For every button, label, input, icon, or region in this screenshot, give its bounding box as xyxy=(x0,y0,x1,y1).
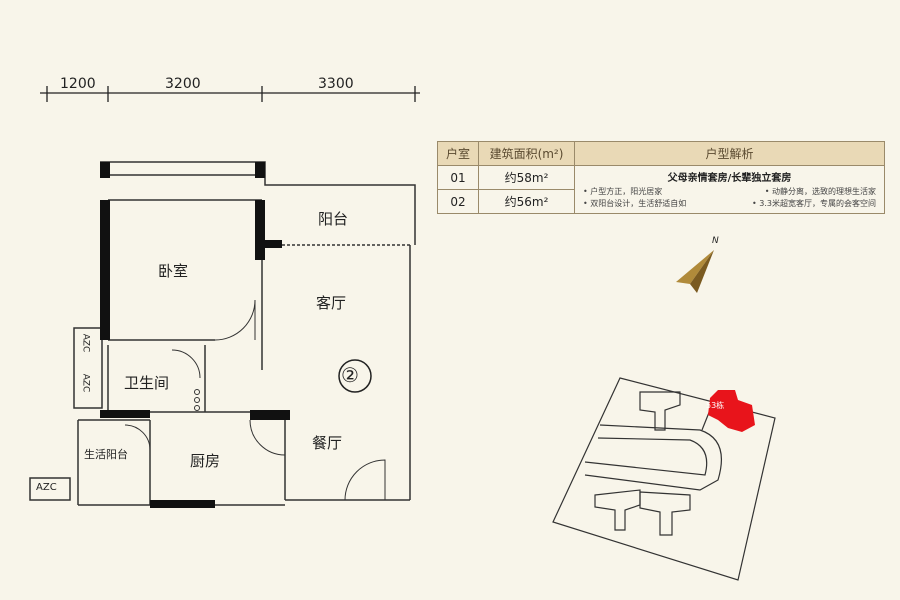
analysis-point: • 动静分离，选致的理想生活家 xyxy=(764,187,876,196)
room-kitchen: 厨房 xyxy=(190,452,221,470)
room-dining: 餐厅 xyxy=(312,434,343,452)
analysis-cell: 父母亲情套房/长辈独立套房 • 户型方正，阳光居家 • 动静分离，选致的理想生活家… xyxy=(574,165,885,214)
header-unit: 户室 xyxy=(437,141,479,166)
unit-cell: 01 xyxy=(437,165,479,190)
header-analysis: 户型解析 xyxy=(574,141,885,166)
highlighted-building xyxy=(708,390,755,432)
analysis-point: • 户型方正，阳光居家 xyxy=(583,187,663,196)
room-service-balcony: 生活阳台 xyxy=(84,448,128,461)
area-cell: 约56m² xyxy=(478,189,575,214)
room-living: 客厅 xyxy=(316,294,347,312)
analysis-title: 父母亲情套房/长辈独立套房 xyxy=(667,173,792,184)
ac-label: AZC xyxy=(80,333,91,353)
compass-icon xyxy=(676,250,714,293)
dimension-3200: 3200 xyxy=(165,76,201,92)
ac-label: AZC xyxy=(36,482,57,493)
ac-label: AZC xyxy=(80,373,91,393)
dimension-3300: 3300 xyxy=(318,76,354,92)
walls xyxy=(29,161,416,506)
unit-number: ② xyxy=(341,363,359,387)
area-cell: 约58m² xyxy=(478,165,575,190)
doors xyxy=(124,299,386,501)
unit-cell: 02 xyxy=(437,189,479,214)
unit-number-circle xyxy=(338,359,372,393)
room-bedroom: 卧室 xyxy=(158,262,189,280)
compass-north-label: N xyxy=(712,236,719,246)
header-area: 建筑面积(m²) xyxy=(478,141,575,166)
room-balcony: 阳台 xyxy=(318,210,349,228)
unit-info-table: 户室 建筑面积(m²) 户型解析 01 约58m² 父母亲情套房/长辈独立套房 … xyxy=(437,141,885,214)
dimension-1200: 1200 xyxy=(60,76,96,92)
room-bathroom: 卫生间 xyxy=(124,374,170,392)
thick-walls xyxy=(100,162,290,508)
dimension-line xyxy=(40,86,420,102)
analysis-point: • 3.3米超宽客厅，专属的会客空间 xyxy=(752,199,876,208)
analysis-point: • 双阳台设计，生活舒适自如 xyxy=(583,199,687,208)
building-label: 53栋 xyxy=(706,401,725,410)
